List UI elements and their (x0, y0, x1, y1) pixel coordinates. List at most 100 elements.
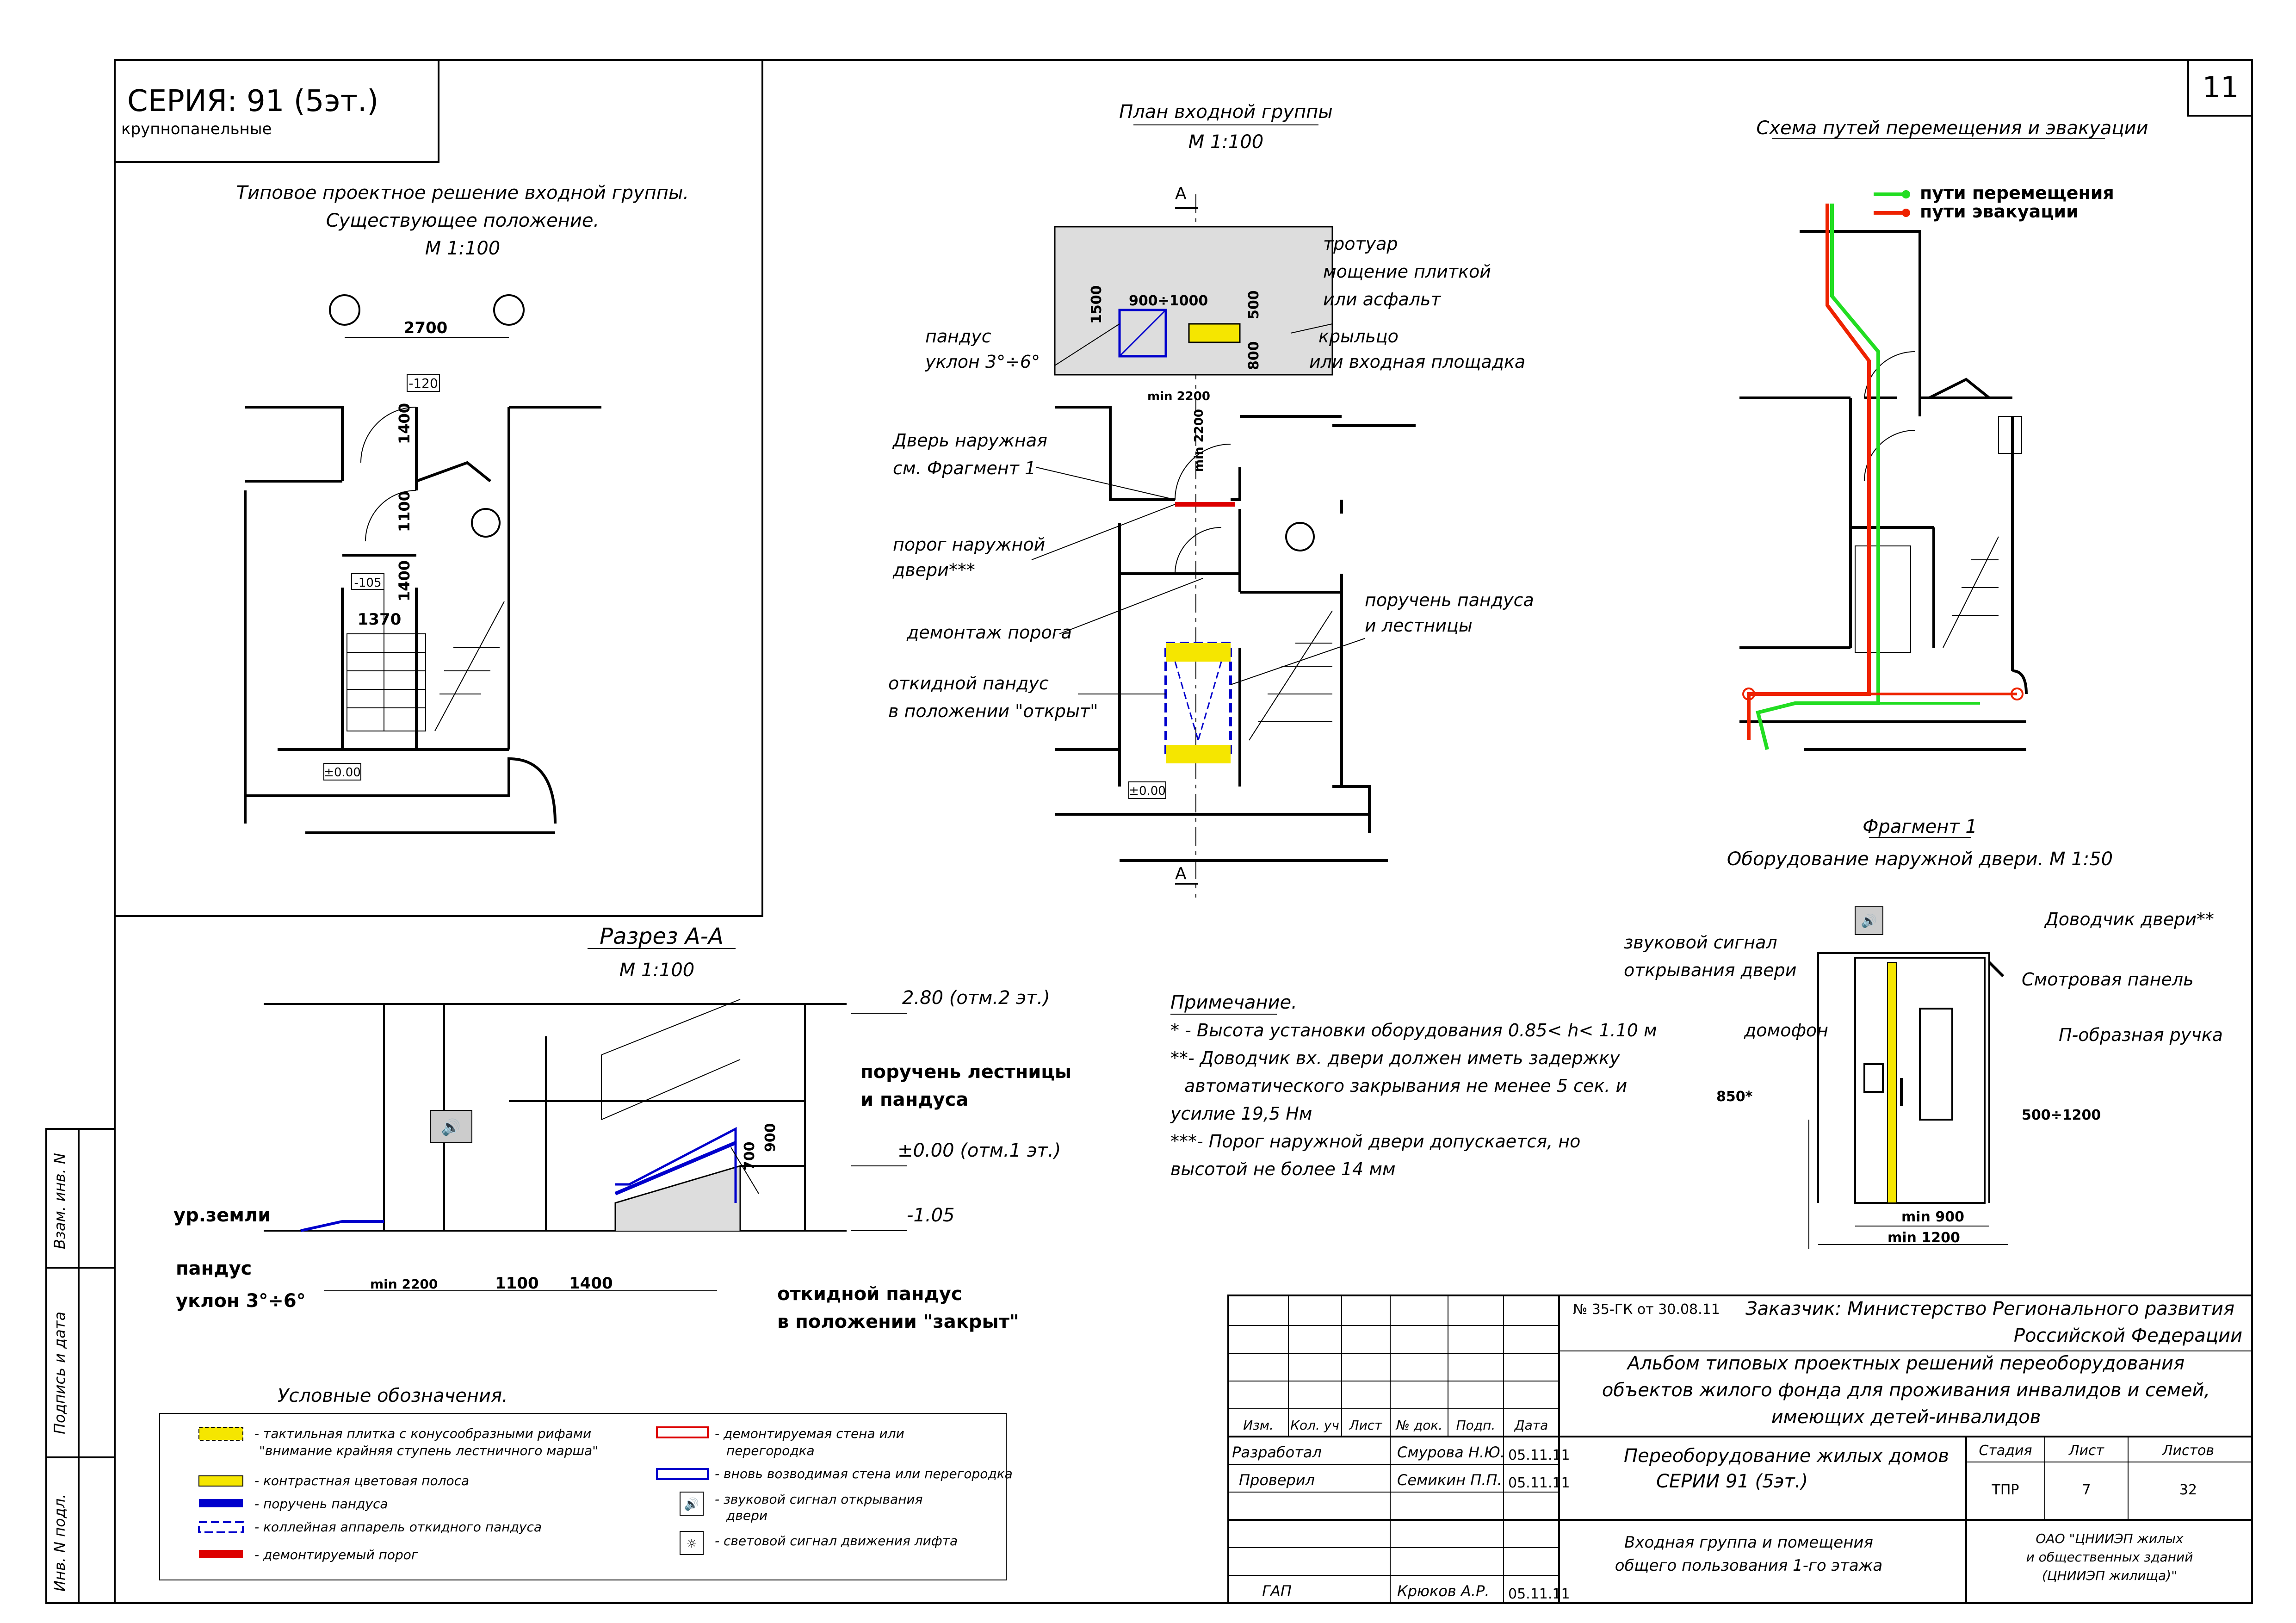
legend-item-7: - демонтируемая стена или (715, 1426, 904, 1441)
fragment-title-2: Оборудование наружной двери. М 1:50 (1727, 849, 2113, 870)
notes-title: Примечание. (1170, 992, 1297, 1013)
entrance-plan-drawing: А А 1500 900÷1000 500 800 min 2200 min 2… (1031, 184, 1416, 898)
section-ramp-2: уклон 3°÷6° (176, 1290, 306, 1312)
section-lvl-m105: -1.05 (907, 1205, 955, 1226)
stamp-date-3: 05.11.11 (1508, 1586, 1570, 1602)
plan-sidewalk-3: или асфальт (1323, 289, 1442, 310)
note-2c: усилие 19,5 Нм (1170, 1103, 1312, 1124)
stamp-name-2: Семикин П.П. (1397, 1471, 1502, 1489)
legend-item-10: - звуковой сигнал открывания (715, 1492, 923, 1507)
plan-ramp-1: пандус (925, 326, 991, 347)
dim-1100: 1100 (396, 491, 413, 532)
stamp-name-3: Крюков А.Р. (1397, 1582, 1489, 1600)
side-stamp-replace: Взам. инв. N (51, 1153, 68, 1249)
existing-title-2: Существующее положение. (326, 210, 600, 231)
legend-box (159, 1413, 1007, 1580)
section-drawing: 🔊 (264, 999, 907, 1291)
section-lvl-280: 2.80 (отм.2 эт.) (902, 987, 1050, 1009)
stamp-date-1: 05.11.11 (1508, 1447, 1570, 1463)
side-stamp-inv: Инв. N подл. (51, 1494, 68, 1592)
existing-title-1: Типовое проектное решение входной группы… (236, 182, 689, 204)
fragment-handle: П-образная ручка (2059, 1025, 2223, 1045)
fragment-dim-850: 850* (1716, 1089, 1753, 1105)
side-stamp: Взам. инв. N Подпись и дата Инв. N подл. (45, 1128, 116, 1604)
title-block (1227, 1295, 2253, 1604)
sheet-number-box (2187, 59, 2253, 117)
stamp-sheet-2: общего пользования 1-го этажа (1615, 1556, 1882, 1575)
dim-1370: 1370 (358, 610, 402, 629)
stamp-col-date: Дата (1514, 1418, 1548, 1433)
stamp-album-3: имеющих детей-инвалидов (1771, 1406, 2041, 1428)
scheme-title: Схема путей перемещения и эвакуации (1756, 118, 2148, 139)
note-1: * - Высота установки оборудования 0.85< … (1170, 1020, 1657, 1041)
plan-sidewalk-1: тротуар (1323, 234, 1398, 254)
legend-swatch-handrail (199, 1499, 243, 1507)
stamp-col-doc: № док. (1395, 1418, 1442, 1433)
paving-hatch (1054, 226, 1333, 376)
svg-text:🔊: 🔊 (684, 1497, 699, 1511)
plan-title: План входной группы (1119, 101, 1333, 123)
stamp-customer-2: Российской Федерации (2014, 1325, 2242, 1346)
fragment-dim-500-1200: 500÷1200 (2022, 1107, 2101, 1123)
stamp-org-1: ОАО "ЦНИИЭП жилых (2036, 1531, 2184, 1546)
stamp-sheets-header: Листов (2162, 1443, 2214, 1459)
fragment-sound-1: звуковой сигнал (1624, 932, 1777, 953)
svg-text:☼: ☼ (686, 1537, 697, 1551)
plan-foldramp-1: откидной пандус (888, 673, 1049, 694)
ramp-mark (1118, 309, 1167, 358)
stamp-stage: ТПР (1992, 1482, 2019, 1498)
stamp-album-2: объектов жилого фонда для проживания инв… (1602, 1380, 2210, 1401)
legend-swatch-contrast (198, 1475, 243, 1487)
fragment-intercom: домофон (1744, 1020, 1828, 1041)
section-foldramp-1: откидной пандус (777, 1283, 962, 1305)
legend-item-9: - вновь возводимая стена или перегородка (715, 1466, 1013, 1481)
stamp-date-2: 05.11.11 (1508, 1475, 1570, 1491)
dim-1400b: 1400 (396, 560, 413, 601)
fragment-panel: Смотровая панель (2022, 969, 2194, 990)
plan-sidewalk-2: мощение плиткой (1323, 261, 1491, 282)
dim-500: 500 (1246, 290, 1262, 319)
stamp-org-3: (ЦНИИЭП жилища)" (2042, 1568, 2177, 1583)
legend-item-11: двери (726, 1508, 767, 1523)
fragment-sound-2: открывания двери (1624, 960, 1797, 980)
legend-sound-icon (680, 1492, 704, 1516)
section-dim-1400: 1400 (569, 1274, 613, 1293)
section-handrail-1: поручень лестницы (860, 1061, 1071, 1083)
stamp-stage-header: Стадия (1979, 1443, 2032, 1459)
lvl-000-existing: ±0.00 (324, 766, 361, 780)
stamp-doc-no: № 35-ГК от 30.08.11 (1573, 1301, 1720, 1318)
plan-scale: М 1:100 (1188, 131, 1264, 153)
lvl-minus105: -105 (354, 576, 381, 590)
legend-item-2: "внимание крайняя ступень лестничного ма… (259, 1443, 598, 1458)
plan-threshold-1: порог наружной (893, 534, 1045, 555)
stamp-col-list: Лист (1349, 1418, 1383, 1433)
svg-text:🔊: 🔊 (1861, 913, 1877, 929)
plan-door-1: Дверь наружная (892, 430, 1047, 451)
stamp-col-kol: Кол. уч (1290, 1418, 1339, 1433)
plan-foldramp-2: в положении "открыт" (888, 701, 1098, 721)
stamp-sheet-no: 7 (2082, 1482, 2091, 1498)
plan-ramp-2: уклон 3°÷6° (925, 352, 1040, 372)
stamp-work-1: Переоборудование жилых домов (1624, 1445, 1949, 1467)
scheme-legend-evac: пути эвакуации (1920, 201, 2079, 222)
side-stamp-sign: Подпись и дата (51, 1312, 68, 1434)
series-subtitle: крупнопанельные (121, 120, 272, 138)
stamp-org-2: и общественных зданий (2026, 1549, 2193, 1565)
dim-min2200-v: min 2200 (1192, 409, 1206, 472)
section-foldramp-2: в положении "закрыт" (777, 1311, 1019, 1332)
stamp-sheets: 32 (2179, 1482, 2197, 1498)
dim-2700: 2700 (404, 319, 448, 337)
section-mark-top: А (1175, 184, 1187, 203)
fragment-dim-min1200: min 1200 (1888, 1230, 1960, 1246)
stamp-sheet-1: Входная группа и помещения (1624, 1533, 1873, 1552)
svg-text:🔊: 🔊 (441, 1118, 461, 1137)
existing-scale: М 1:100 (425, 238, 501, 259)
dim-min2200-h: min 2200 (1147, 390, 1210, 403)
scheme-legend-move: пути перемещения (1920, 183, 2114, 203)
stamp-role-2: Проверил (1239, 1471, 1315, 1489)
dim-1400a: 1400 (396, 403, 413, 444)
section-dim-900: 900 (762, 1123, 779, 1152)
section-scale: М 1:100 (619, 960, 695, 981)
plan-threshold-2: двери*** (892, 560, 975, 580)
